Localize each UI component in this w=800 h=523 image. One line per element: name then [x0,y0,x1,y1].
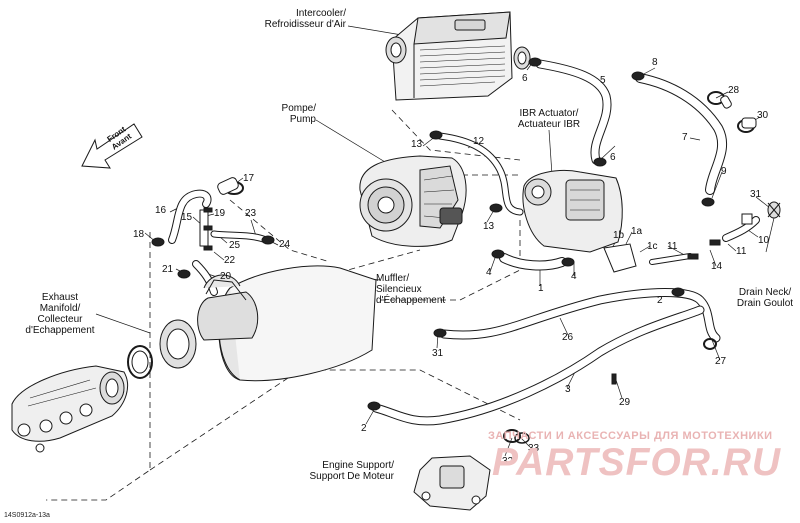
front-arrow-icon [81,123,143,169]
muffler-line1: Muffler/ [376,273,410,284]
drain-line2: Drain Goulot [736,298,794,309]
callout-31b: 31 [432,348,444,359]
callout-1: 1 [538,283,544,294]
callout-28: 28 [728,85,740,96]
callout-25: 25 [229,240,241,251]
callout-30: 30 [757,110,769,121]
callout-2: 2 [657,295,663,306]
exhaust-clamp-drawing [127,345,153,379]
callout-6: 6 [522,73,528,84]
callout-6b: 6 [610,152,616,163]
ibr-actuator-label: IBR Actuator/ Actuateur IBR [496,108,602,130]
intercooler-drawing [385,11,531,101]
watermark-logo: PARTSFOR.RU [492,441,782,484]
callout-20: 20 [220,271,232,282]
pump-drawing [359,155,467,247]
callout-27: 27 [715,356,727,367]
callout-18: 18 [133,229,145,240]
callout-19: 19 [214,208,226,219]
callout-33: 33 [528,443,540,454]
callout-4b: 4 [571,271,577,282]
callout-15: 15 [181,212,193,223]
callout-21: 21 [162,264,174,275]
callout-32: 32 [502,456,514,467]
muffler-drawing [159,265,377,382]
callout-29: 29 [619,397,631,408]
muffler-label: Muffler/ Silencieux d'Échappement [376,273,445,306]
callout-9: 9 [721,166,727,177]
muffler-line3: d'Échappement [376,295,446,306]
callout-3: 3 [565,384,571,395]
callout-13: 13 [411,139,423,150]
exhaust-line2: Manifold/ [39,303,81,314]
callout-11: 11 [667,241,678,252]
small-parts [217,95,757,225]
intercooler-line1: Intercooler/ [295,8,346,19]
pump-line2: Pump [289,114,316,125]
exhaust-manifold-drawing [11,365,128,453]
callout-5: 5 [600,75,606,86]
intercooler-line2: Refroidisseur d'Air [264,19,346,30]
muffler-line2: Silencieux [376,284,422,295]
callout-16: 16 [155,205,167,216]
drain-neck-label: Drain Neck/ Drain Goulot [728,287,800,309]
callout-14: 14 [711,261,723,272]
drain-line1: Drain Neck/ [738,287,792,298]
engine-line1: Engine Support/ [322,460,394,471]
callout-17: 17 [243,173,255,184]
hoses [168,59,760,426]
engine-line2: Support De Moteur [309,471,395,482]
callout-24: 24 [279,239,291,250]
callout-8: 8 [652,57,658,68]
callout-31: 31 [750,189,762,200]
callout-12: 12 [473,136,485,147]
ibr-actuator-drawing [522,170,637,273]
callout-1b: 1b [613,230,625,241]
callout-23: 23 [245,208,257,219]
callout-4: 4 [486,267,492,278]
exhaust-manifold-label: Exhaust Manifold/ Collecteur d'Echappeme… [22,292,98,336]
callout-26: 26 [562,332,574,343]
callout-10: 10 [758,235,770,246]
pump-label: Pompe/ Pump [260,103,316,125]
engine-support-label: Engine Support/ Support De Moteur [280,460,395,482]
ibr-line2: Actuateur IBR [517,119,581,130]
ibr-line1: IBR Actuator/ [519,108,579,119]
drain-neck-drawing [767,201,781,219]
hose-clamps [151,57,755,444]
callout-13b: 13 [483,221,495,232]
drawing-code: 14S0912a-13a [4,512,50,519]
engine-support-drawing [413,455,491,511]
callout-7: 7 [682,132,688,143]
pump-line1: Pompe/ [281,103,316,114]
exhaust-line1: Exhaust [41,292,79,303]
exhaust-line4: d'Echappement [25,325,95,336]
callout-1a: 1a [631,226,643,237]
callout-1c: 1c [647,241,658,252]
callout-2b: 2 [361,423,367,434]
callout-11b: 11 [736,246,747,257]
exhaust-line3: Collecteur [37,314,83,325]
watermark-tagline: ЗАПЧАСТИ И АКСЕССУАРЫ ДЛЯ МОТОТЕХНИКИ [488,430,773,442]
callout-22: 22 [224,255,236,266]
intercooler-label: Intercooler/ Refroidisseur d'Air [236,8,346,30]
